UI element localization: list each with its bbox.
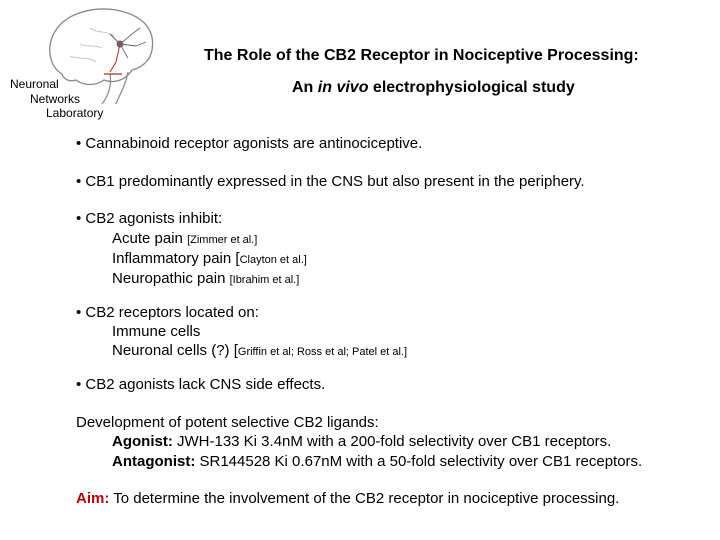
agonist-label: Agonist: <box>112 433 173 450</box>
bullet-antinociceptive: • Cannabinoid receptor agonists are anti… <box>76 135 423 152</box>
lab-name-line3: Laboratory <box>46 106 104 120</box>
neuronal-cells-label: Neuronal cells (?) [ <box>112 342 238 359</box>
neuropathic-pain-ref: [Ibrahim et al.] <box>229 274 300 286</box>
development-heading: Development of potent selective CB2 liga… <box>76 414 379 431</box>
title-line1: The Role of the CB2 Receptor in Nocicept… <box>204 47 639 64</box>
acute-pain-label: Acute pain <box>112 230 188 247</box>
immune-cells: Immune cells <box>112 323 201 340</box>
neuronal-cells-ref: Griffin et al; Ross et al; Patel et al.] <box>237 346 408 358</box>
antagonist-line: Antagonist: SR144528 Ki 0.67nM with a 50… <box>112 453 642 470</box>
lab-name-line1: Neuronal <box>10 77 59 91</box>
lab-name-line2: Networks <box>30 92 81 106</box>
acute-pain-ref: [Zimmer et al.] <box>187 234 258 246</box>
bullet-cb2-inhibit: • CB2 agonists inhibit: <box>76 210 223 227</box>
title-line2: An in vivo electrophysiological study <box>292 79 575 97</box>
inflammatory-pain-label: Inflammatory pain [ <box>112 250 240 267</box>
neuropathic-pain: Neuropathic pain [Ibrahim et al.] <box>112 270 299 287</box>
inflammatory-pain-ref: Clayton et al.] <box>239 254 307 266</box>
bullet-cb2-location: • CB2 receptors located on: <box>76 304 259 321</box>
agonist-text: JWH-133 Ki 3.4nM with a 200-fold selecti… <box>172 433 612 450</box>
title-italic: in vivo <box>317 79 369 96</box>
antagonist-label: Antagonist: <box>112 453 196 470</box>
bullet-cb1-expression: • CB1 predominantly expressed in the CNS… <box>76 173 585 190</box>
neuropathic-pain-label: Neuropathic pain <box>112 270 230 287</box>
title-suffix: electrophysiological study <box>368 79 575 96</box>
neuronal-cells: Neuronal cells (?) [Griffin et al; Ross … <box>112 342 407 359</box>
antagonist-text: SR144528 Ki 0.67nM with a 50-fold select… <box>195 453 643 470</box>
agonist-line: Agonist: JWH-133 Ki 3.4nM with a 200-fol… <box>112 433 611 450</box>
title-prefix: An <box>292 79 318 96</box>
inflammatory-pain: Inflammatory pain [Clayton et al.] <box>112 250 307 267</box>
acute-pain: Acute pain [Zimmer et al.] <box>112 230 257 247</box>
bullet-cns-side-effects: • CB2 agonists lack CNS side effects. <box>76 376 326 393</box>
aim-text: To determine the involvement of the CB2 … <box>109 490 620 507</box>
aim-line: Aim: To determine the involvement of the… <box>76 490 619 507</box>
aim-label: Aim: <box>76 490 110 507</box>
brain-neuron-logo <box>49 8 154 105</box>
